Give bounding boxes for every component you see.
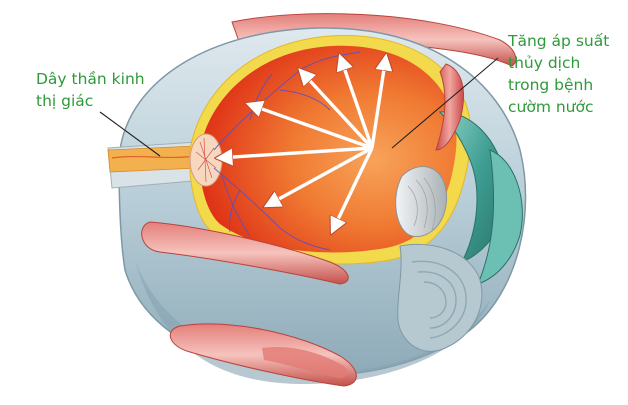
pressure-label: Tăng áp suất thủy dịch trong bệnh cườm n… [508, 30, 609, 118]
arrow-6 [266, 146, 373, 206]
pressure-leader-line [391, 57, 499, 149]
optic-nerve-label-line-1: Dây thần kinh [36, 70, 145, 88]
arrow-7 [332, 147, 374, 232]
inferior-muscle-shade [262, 346, 347, 379]
arrow-4 [248, 104, 373, 150]
pressure-arrows [218, 56, 386, 232]
anterior-segment [397, 243, 483, 352]
lateral-muscle [435, 63, 464, 151]
pressure-label-line-3: trong bệnh [508, 76, 594, 94]
arrow-5 [218, 146, 373, 158]
optic-nerve-label-line-2: thị giác [36, 92, 94, 110]
arrow-3 [370, 56, 386, 149]
optic-nerve [107, 145, 199, 173]
arrow-2 [340, 56, 374, 149]
pressure-label-line-1: Tăng áp suất [508, 32, 610, 50]
pressure-label-line-2: thủy dịch [508, 54, 581, 72]
lens [395, 166, 448, 237]
optic-nerve-fiber [111, 155, 197, 159]
optic-nerve-label: Dây thần kinh thị giác [36, 68, 145, 112]
cornea [477, 149, 523, 285]
optic-nerve-leader-line [99, 111, 161, 157]
medial-muscle [141, 221, 349, 285]
anterior-rings [411, 260, 467, 339]
arrow-1 [300, 70, 374, 150]
optic-disc-vessels [195, 137, 217, 183]
lens-lines [407, 177, 436, 231]
pressure-label-line-4: cườm nước [508, 98, 594, 116]
